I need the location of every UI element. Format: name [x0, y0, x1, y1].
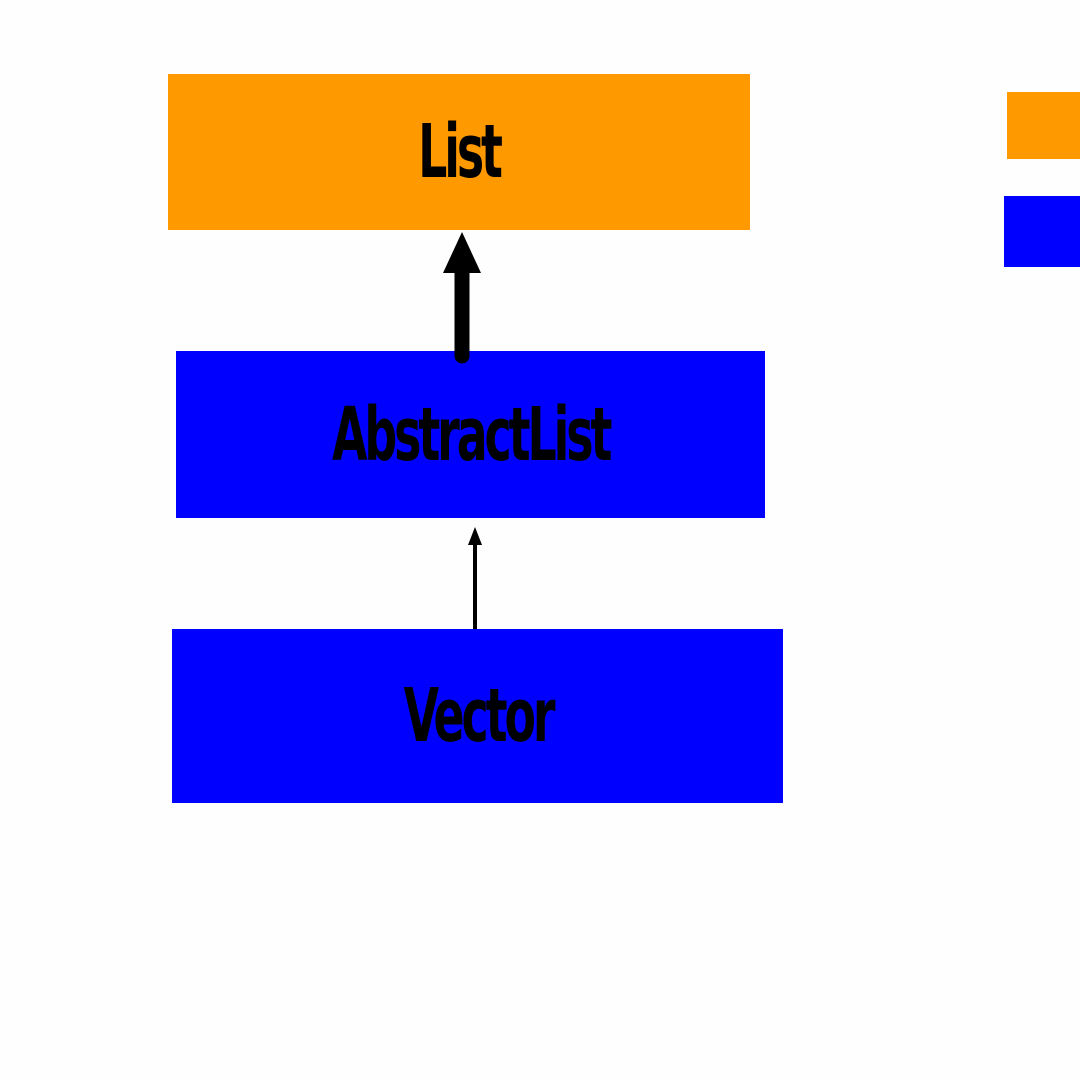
edge-abstractlist-to-list-arrowhead: [443, 232, 481, 273]
node-vector: Vector: [172, 629, 783, 803]
edge-vector-to-abstractlist: [468, 527, 482, 629]
node-list-label: List: [418, 109, 503, 195]
node-vector-label: Vector: [403, 673, 555, 759]
edge-abstractlist-to-list: [443, 232, 481, 364]
edge-vector-to-abstractlist-arrowhead: [468, 527, 482, 545]
node-list: List: [168, 74, 750, 230]
legend-swatch-interface: [1007, 92, 1080, 159]
node-abstractlist: AbstractList: [176, 351, 765, 518]
legend-swatch-class: [1004, 196, 1080, 267]
node-abstractlist-label: AbstractList: [331, 391, 612, 478]
